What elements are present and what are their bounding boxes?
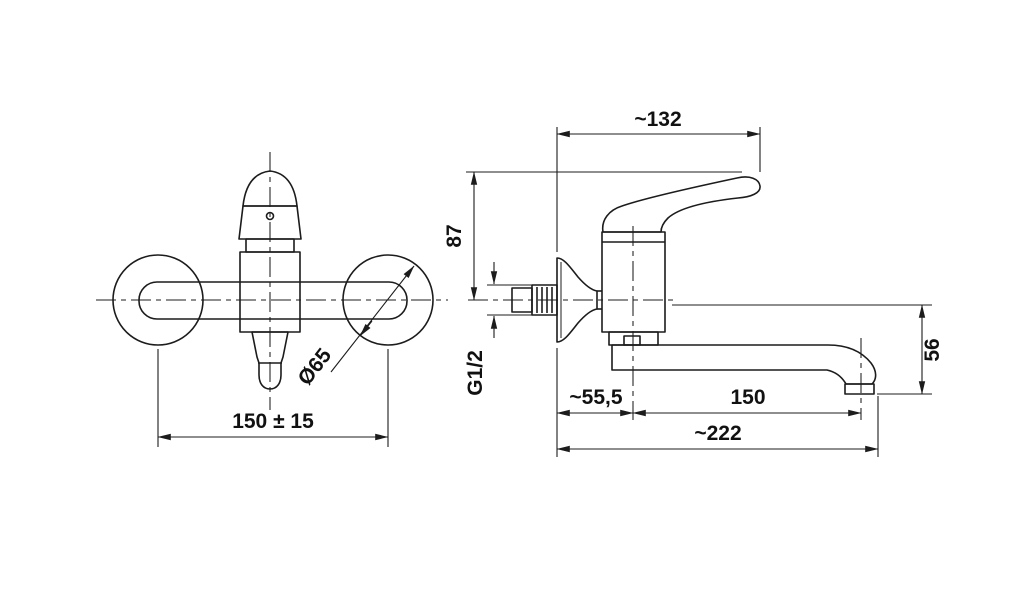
body-side xyxy=(601,231,666,333)
spout-hub-notch xyxy=(623,335,641,346)
dim-spout-reach-label: 150 xyxy=(730,386,765,409)
spout-side xyxy=(611,344,877,385)
side-view-dimensions: ~132 87 G1/2 ~55,5 150 ~222 xyxy=(443,108,944,457)
dim-escutcheon-diameter-label: Ø65 xyxy=(294,344,337,390)
dim-wall-offset-label: ~55,5 xyxy=(569,386,622,409)
diameter-leader-line xyxy=(330,265,415,373)
dim-thread-label: G1/2 xyxy=(464,350,487,396)
front-view xyxy=(96,152,448,410)
front-view-dimensions: 150 ± 15 Ø65 xyxy=(157,265,415,447)
dim-mounting-distance-label: 150 ± 15 xyxy=(232,410,314,433)
side-view xyxy=(468,176,877,420)
aerator xyxy=(844,383,875,395)
dim-total-depth-label: ~222 xyxy=(694,422,741,445)
dim-handle-width-label: ~132 xyxy=(634,108,681,131)
lever-handle xyxy=(601,176,761,233)
diameter-leader-arrow xyxy=(359,320,373,337)
dim-outlet-drop-label: 56 xyxy=(921,338,944,361)
dim-height-label: 87 xyxy=(443,224,466,247)
